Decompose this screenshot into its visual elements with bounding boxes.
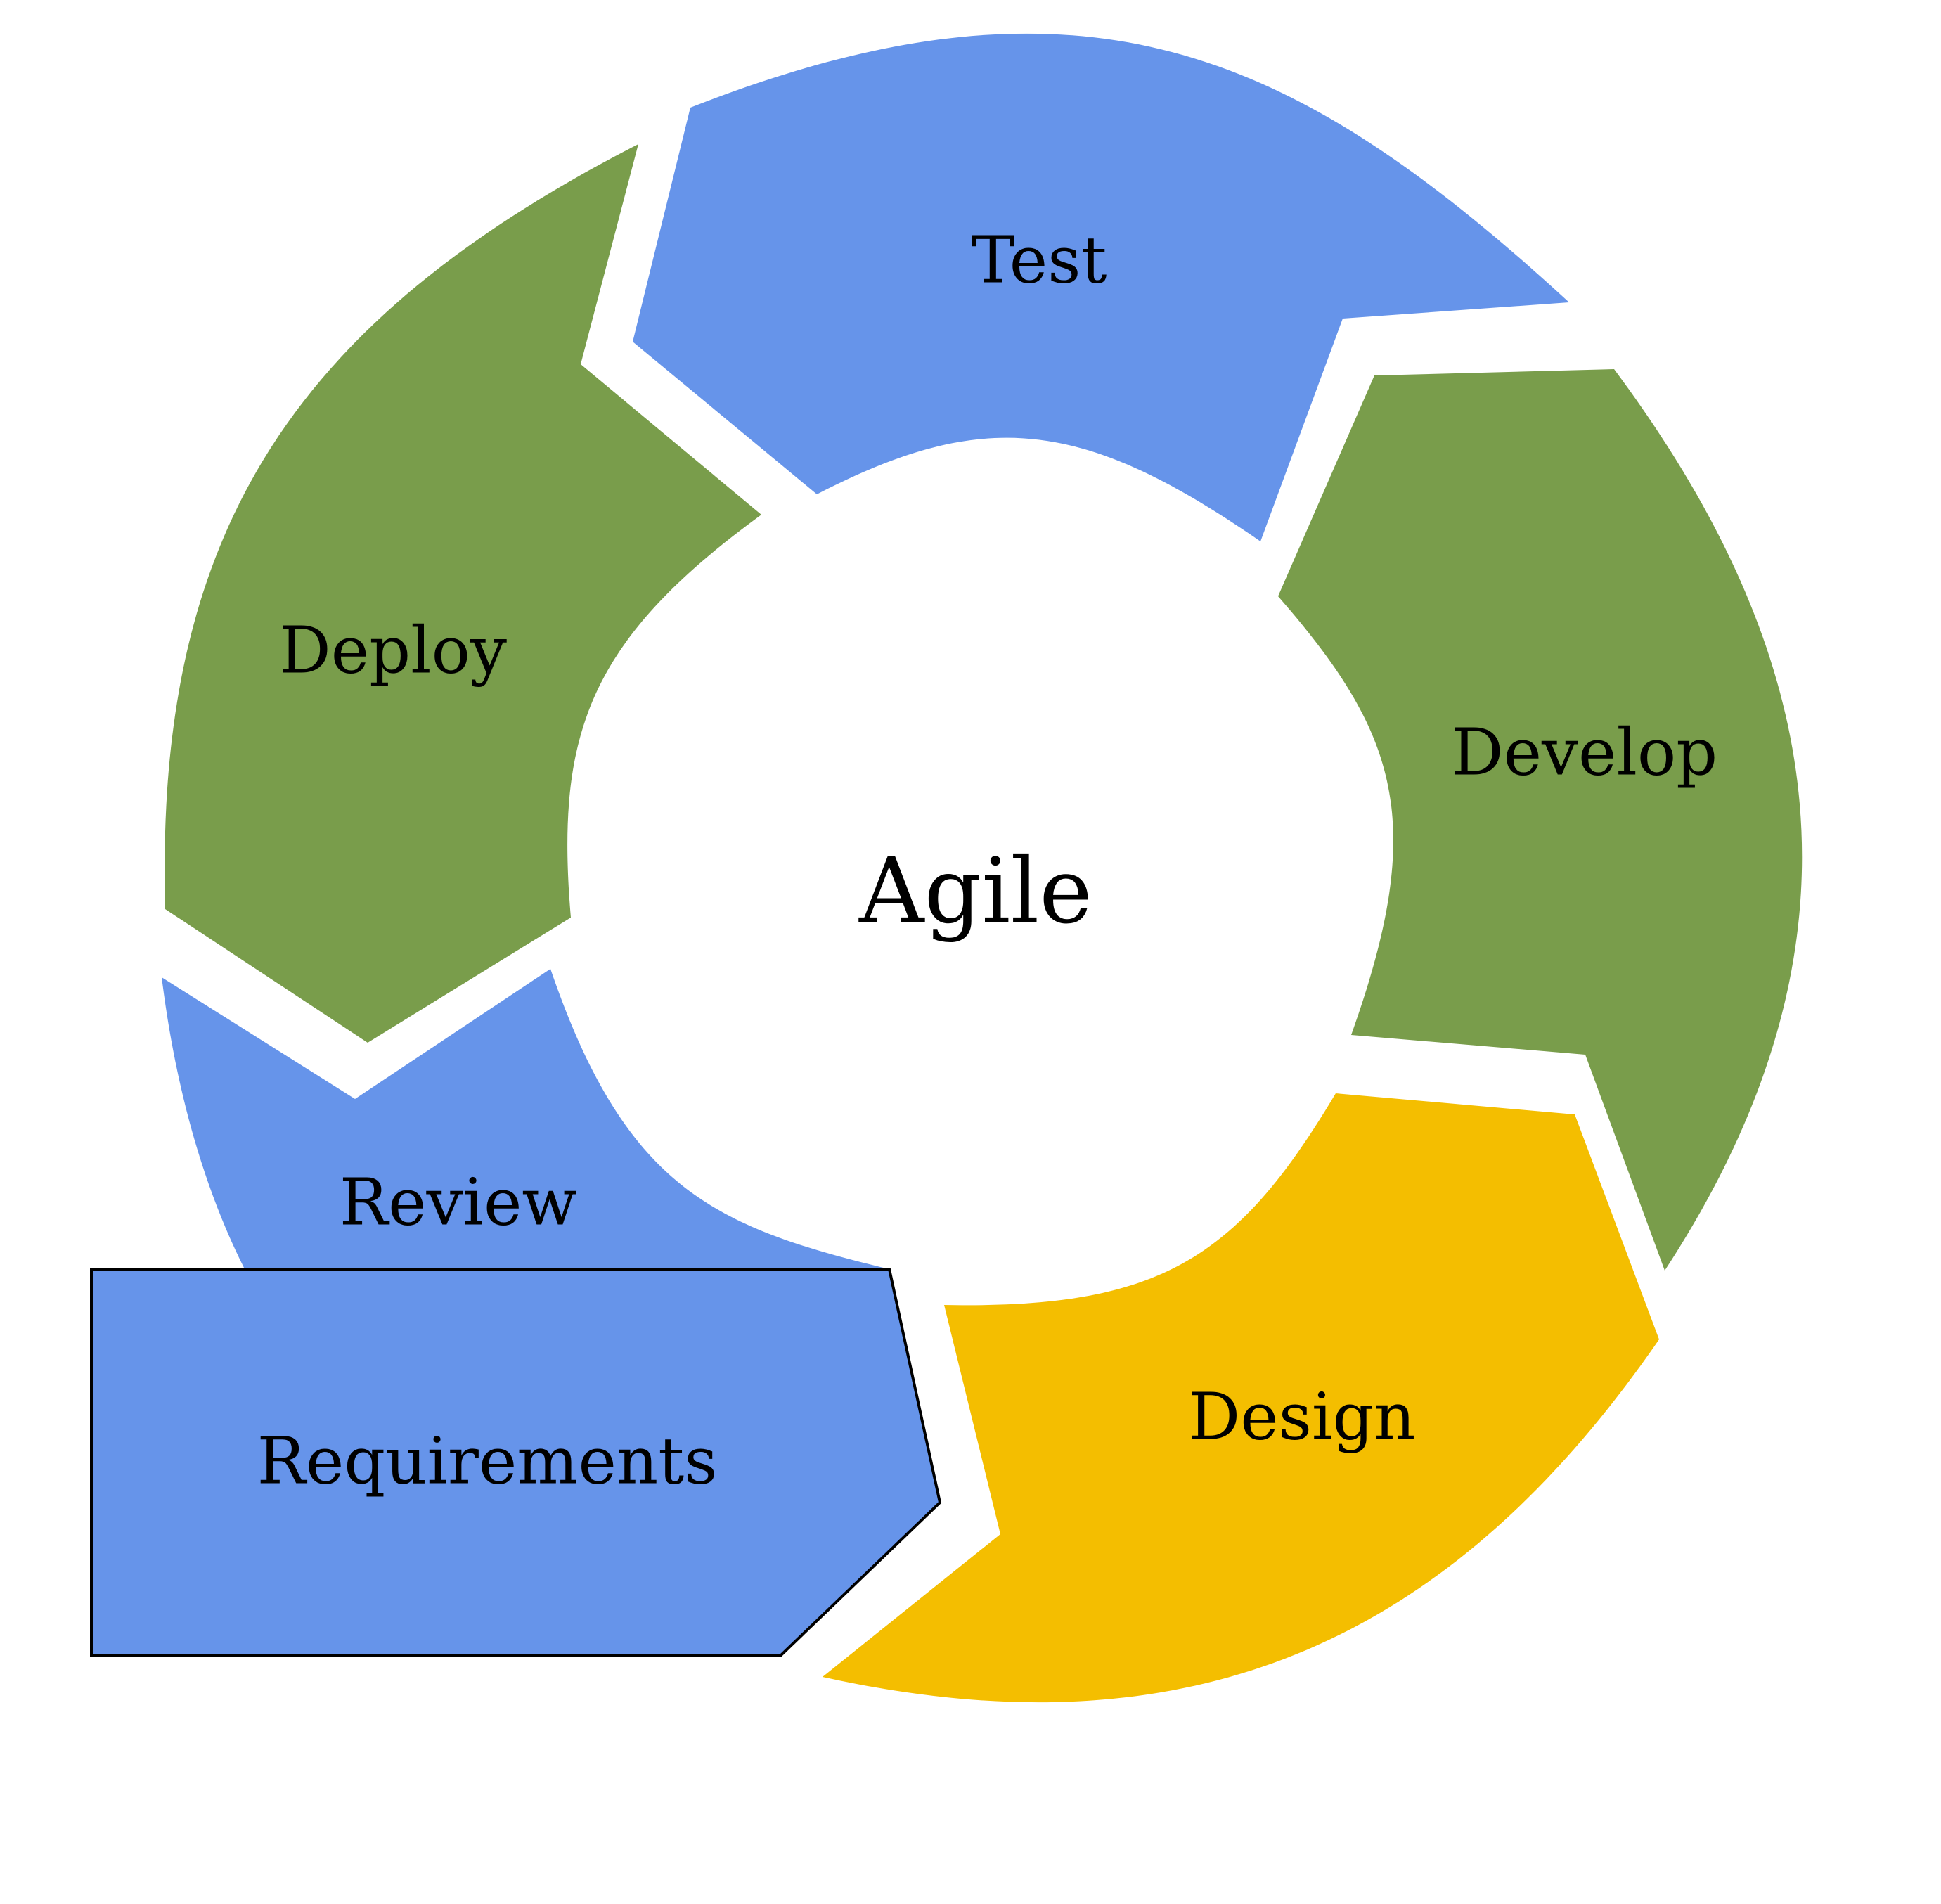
segment-test: Test: [633, 33, 1569, 541]
segment-requirements-shape: [90, 1268, 942, 1657]
segment-requirements: Requirements: [90, 1268, 942, 1657]
segment-requirements-label: Requirements: [257, 1424, 718, 1499]
segment-develop: Develop: [1278, 369, 1803, 1271]
segment-review-label: Review: [340, 1165, 577, 1240]
segment-design-shape: [823, 1093, 1659, 1703]
segment-deploy-shape: [165, 144, 761, 1043]
segment-deploy: Deploy: [165, 144, 761, 1043]
center-label: Agile: [858, 840, 1092, 944]
segment-test-shape: [633, 33, 1569, 541]
segment-design-label: Design: [1189, 1379, 1416, 1455]
segment-review: Review: [162, 969, 889, 1269]
segment-deploy-label: Deploy: [279, 613, 507, 688]
segment-test-label: Test: [972, 223, 1107, 298]
segment-design: Design: [823, 1093, 1659, 1703]
segment-review-shape: [162, 969, 889, 1269]
segment-develop-shape: [1278, 369, 1803, 1271]
segment-develop-label: Develop: [1452, 715, 1717, 790]
